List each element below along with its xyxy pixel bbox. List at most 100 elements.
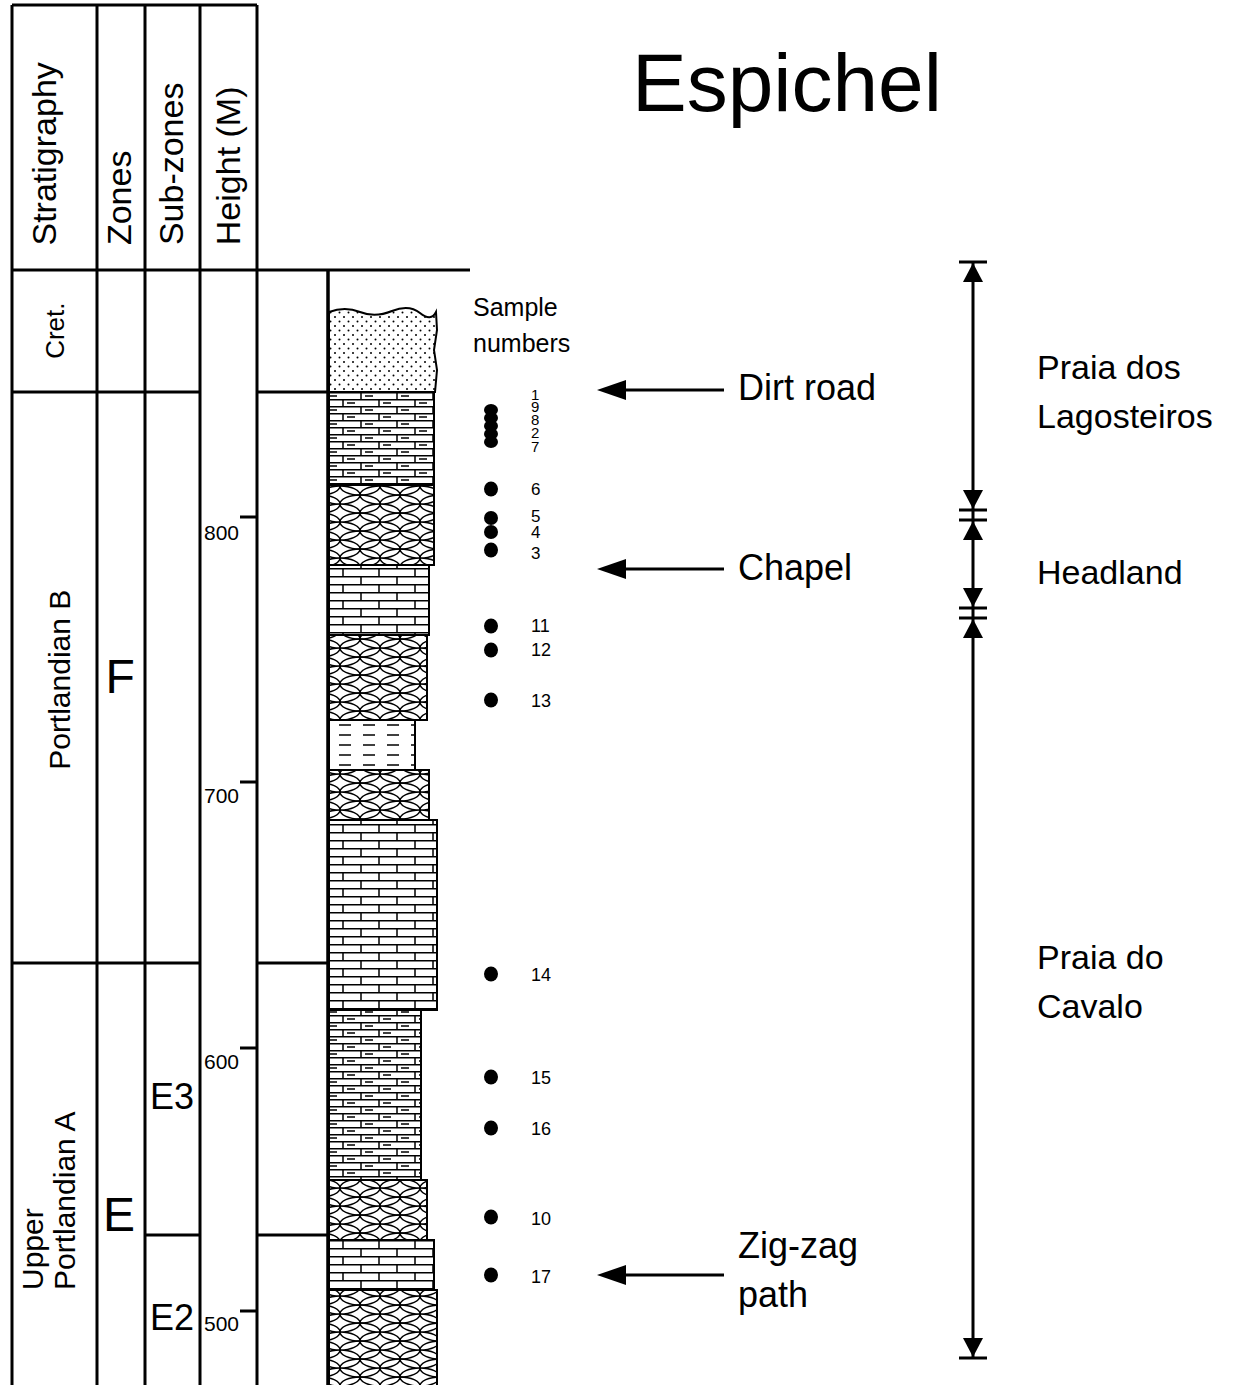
- sample-dot: [484, 525, 498, 539]
- nodular-limestone-bed: [329, 1180, 427, 1240]
- cell-text: E: [103, 1190, 135, 1240]
- header-cell: Sub-zones: [145, 5, 200, 270]
- cell-text: Cret.: [42, 302, 69, 358]
- cell-text: Height (M): [210, 86, 246, 245]
- sample-number: 12: [531, 641, 551, 659]
- subzone-band: E2: [145, 1235, 200, 1385]
- stage-band: Portlandian B: [12, 392, 97, 963]
- sample-dot: [484, 693, 498, 708]
- range-bracket: [959, 262, 987, 1358]
- section-name: Praia dos Lagosteiros: [1037, 343, 1249, 442]
- sample-number: 6: [531, 481, 540, 498]
- sample-dots: [484, 404, 498, 1283]
- sample-dot: [484, 643, 498, 658]
- sand-bed: [329, 308, 437, 392]
- sample-dot: [484, 1121, 498, 1136]
- height-ticks: [240, 517, 257, 1311]
- cell-text: Stratigraphy: [26, 62, 62, 245]
- sample-dot: [484, 436, 498, 448]
- locality-note: Chapel: [738, 550, 852, 586]
- sample-number: 16: [531, 1120, 551, 1138]
- sample-number: 4: [531, 524, 540, 541]
- zone-band: E: [97, 963, 145, 1385]
- grid-line: [12, 962, 328, 965]
- cell-text: E3: [150, 1078, 194, 1116]
- arrow-head: [963, 521, 983, 540]
- grid-line: [327, 270, 330, 1385]
- grid-line: [12, 4, 257, 7]
- arrow-head: [963, 490, 983, 509]
- marl-bed: [329, 720, 415, 770]
- pointer-arrows: [597, 380, 724, 1285]
- sample-number: 3: [531, 545, 540, 562]
- nodular-limestone-bed: [329, 770, 429, 820]
- column-heading: Sample numbers: [473, 289, 613, 362]
- limestone-bed: [329, 565, 429, 635]
- arrow-head: [963, 263, 983, 282]
- height-value: 700: [204, 785, 239, 806]
- grid-line: [12, 391, 328, 394]
- arrow-head: [963, 1338, 983, 1357]
- sample-dot: [484, 543, 498, 558]
- arrow-head: [963, 619, 983, 638]
- nodular-limestone-bed: [329, 485, 434, 565]
- pointer-line: [620, 568, 724, 571]
- limestone-bed: [329, 1240, 434, 1290]
- table-grid: [12, 5, 470, 1385]
- sample-dot: [484, 1210, 498, 1225]
- sample-number: 11: [531, 617, 550, 635]
- nodular-limestone-bed: [329, 635, 427, 720]
- sample-dot: [484, 482, 498, 497]
- pointer-line: [620, 389, 724, 392]
- marly-limestone-bed: [329, 392, 434, 485]
- nodular-limestone-bed: [329, 1290, 437, 1385]
- sample-dot: [484, 511, 498, 525]
- tick-mark: [240, 517, 257, 1311]
- sample-dot: [484, 967, 498, 982]
- cell-text: Sub-zones: [154, 82, 190, 245]
- limestone-bed: [329, 820, 437, 1010]
- lithology-column: [329, 308, 437, 1385]
- diagram-title: Espichel: [632, 42, 942, 124]
- stage-band: Upper Portlandian A: [12, 963, 97, 1385]
- sample-number: 15: [531, 1069, 551, 1087]
- sample-number: 2: [531, 425, 539, 440]
- section-name: Praia do Cavalo: [1037, 933, 1237, 1032]
- sample-dot: [484, 1070, 498, 1085]
- section-name: Headland: [1037, 555, 1183, 589]
- zone-band: F: [97, 392, 145, 963]
- subzone-band: E3: [145, 963, 200, 1235]
- pointer-line: [620, 1274, 724, 1277]
- height-value: 500: [204, 1313, 239, 1334]
- arrow-head: [597, 380, 626, 400]
- arrow-head: [597, 559, 626, 579]
- cell-text: Portlandian B: [44, 590, 76, 770]
- grid-line: [145, 1234, 328, 1237]
- grid-line: [12, 269, 470, 272]
- sample-number: 17: [531, 1268, 551, 1286]
- sample-number: 13: [531, 692, 551, 710]
- cell-text: F: [106, 652, 135, 702]
- sample-dot: [484, 1268, 498, 1283]
- sample-number: 7: [531, 439, 539, 454]
- cell-text: Upper Portlandian A: [17, 1075, 80, 1290]
- cell-text: Zones: [102, 150, 138, 245]
- header-cell: Stratigraphy: [12, 5, 97, 270]
- stage-band: Cret.: [12, 270, 97, 392]
- sample-number: 14: [531, 966, 551, 984]
- height-value: 800: [204, 522, 239, 543]
- sample-number: 10: [531, 1210, 551, 1228]
- locality-note: Zig-zag path: [738, 1221, 898, 1320]
- header-cell: Zones: [97, 5, 145, 270]
- arrow-head: [597, 1265, 626, 1285]
- sample-number: 5: [531, 508, 540, 525]
- cell-text: E2: [150, 1299, 194, 1337]
- header-cell: Height (M): [200, 5, 257, 270]
- bracket-line: [972, 262, 975, 1358]
- bracket-bar: [959, 262, 987, 1358]
- height-value: 600: [204, 1051, 239, 1072]
- column-edge: [327, 270, 330, 1385]
- locality-note: Dirt road: [738, 370, 876, 406]
- sample-dot: [484, 619, 498, 634]
